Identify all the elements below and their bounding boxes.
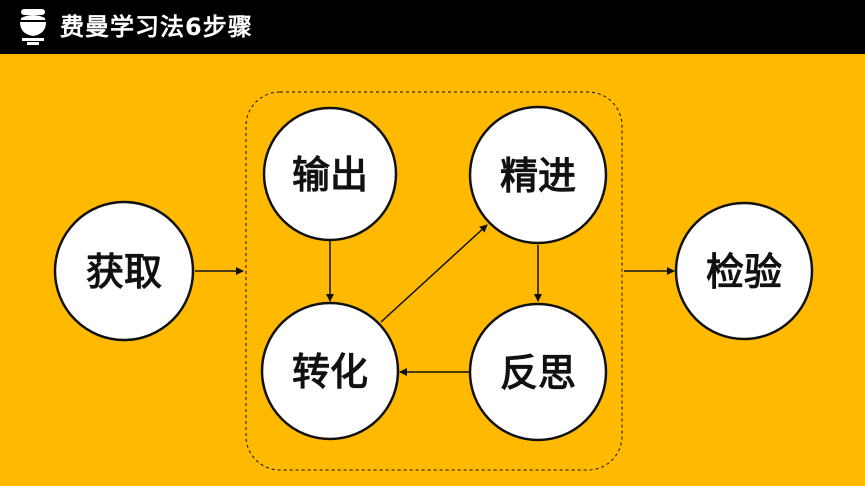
- node-output-label: 输出: [292, 152, 368, 197]
- kettlebell-icon: [20, 9, 46, 45]
- node-refine-label: 精进: [500, 153, 576, 198]
- arrow-transform-to-refine: [380, 224, 488, 323]
- node-acquire-label: 获取: [86, 249, 162, 294]
- group-frame: [245, 91, 623, 471]
- node-verify: 检验: [674, 201, 814, 341]
- header-bar: 费曼学习法6步骤: [0, 0, 865, 54]
- node-reflect: 反思: [468, 302, 608, 442]
- node-refine: 精进: [468, 105, 608, 245]
- page-title: 费曼学习法6步骤: [60, 13, 253, 41]
- node-reflect-label: 反思: [500, 350, 576, 395]
- node-output: 输出: [262, 106, 398, 242]
- node-transform: 转化: [260, 301, 400, 441]
- node-transform-label: 转化: [292, 349, 368, 394]
- node-acquire: 获取: [53, 200, 195, 342]
- node-verify-label: 检验: [706, 249, 782, 294]
